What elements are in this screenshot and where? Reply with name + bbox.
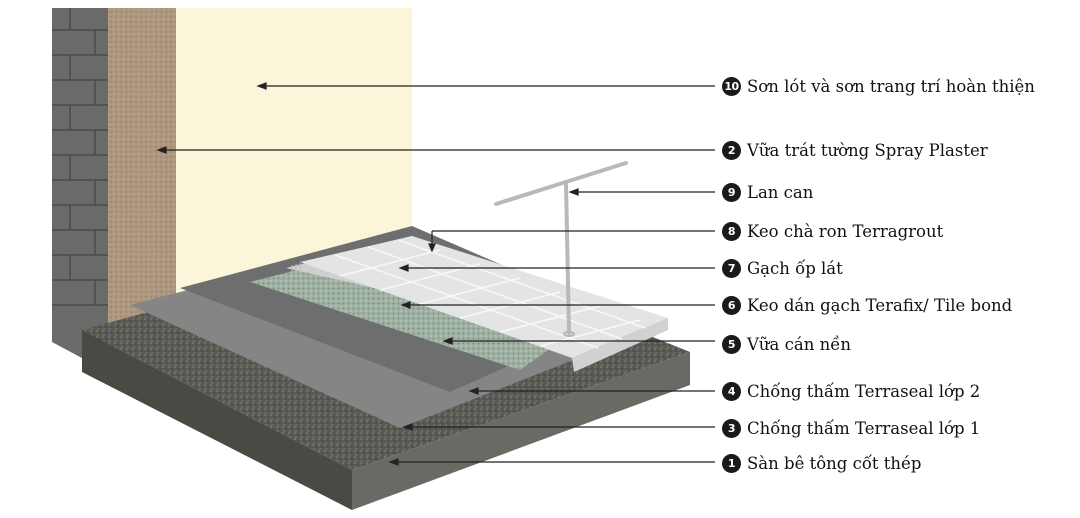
- wall-plaster-layer: [108, 8, 176, 345]
- leader-lines: [156, 82, 715, 466]
- railing: [494, 161, 628, 337]
- floor-tiles: [291, 236, 668, 372]
- brick-wall: [52, 8, 108, 372]
